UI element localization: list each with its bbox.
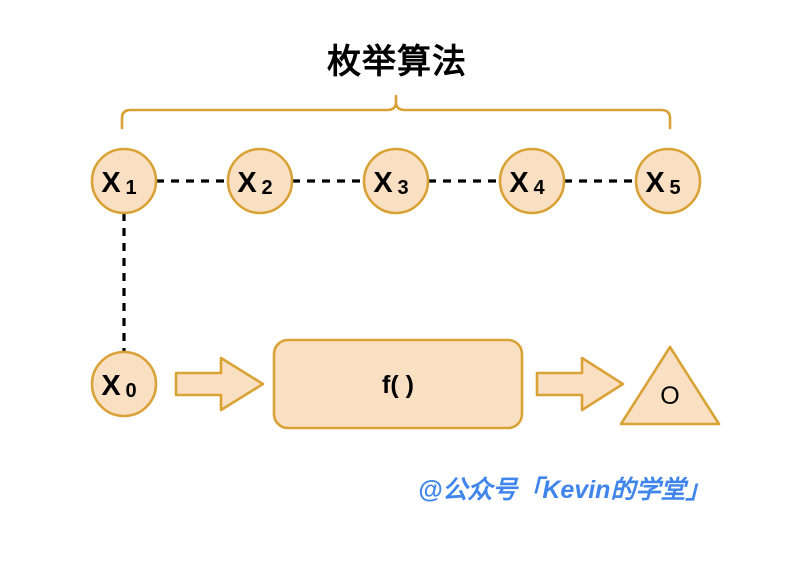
node-x1-subscript: 1 (125, 177, 136, 199)
function-box[interactable]: f( ) (272, 338, 524, 430)
node-circle[interactable] (90, 350, 158, 418)
output-triangle[interactable]: O (619, 345, 721, 426)
function-box-rect[interactable] (272, 338, 524, 430)
brace-path (120, 94, 672, 130)
node-circle[interactable] (498, 147, 566, 215)
node-circle[interactable] (226, 147, 294, 215)
node-x3[interactable]: X 3 (362, 147, 430, 215)
enumeration-brace (120, 94, 672, 130)
arrow-right-icon-input (174, 356, 265, 412)
output-triangle-shape[interactable] (619, 345, 721, 426)
node-x1[interactable]: X 1 (90, 147, 158, 215)
arrow-right-icon-output (535, 356, 625, 412)
node-connectors (122, 179, 636, 352)
node-x3-subscript: 3 (397, 177, 408, 199)
node-x5-subscript: 5 (669, 177, 680, 199)
page-title: 枚举算法 (327, 43, 467, 81)
node-circle[interactable] (362, 147, 430, 215)
output-triangle-label: O (660, 382, 679, 410)
node-x4[interactable]: X 4 (498, 147, 566, 215)
node-x0-label: X (101, 370, 121, 402)
watermark-text: @公众号「Kevin的学堂」 (418, 476, 711, 504)
node-x1-label: X (101, 167, 121, 199)
node-x2-subscript: 2 (261, 177, 272, 199)
node-x3-label: X (373, 167, 393, 199)
arrow-shape (535, 356, 625, 412)
function-box-label: f( ) (382, 371, 414, 399)
node-x5-label: X (645, 167, 665, 199)
node-x0[interactable]: X 0 (90, 350, 158, 418)
node-x2[interactable]: X 2 (226, 147, 294, 215)
node-x2-label: X (237, 167, 257, 199)
node-x0-subscript: 0 (125, 380, 136, 402)
node-x4-label: X (509, 167, 529, 199)
arrow-shape (174, 356, 265, 412)
node-circle[interactable] (90, 147, 158, 215)
node-x4-subscript: 4 (533, 177, 545, 199)
node-circle[interactable] (634, 147, 702, 215)
node-x5[interactable]: X 5 (634, 147, 702, 215)
